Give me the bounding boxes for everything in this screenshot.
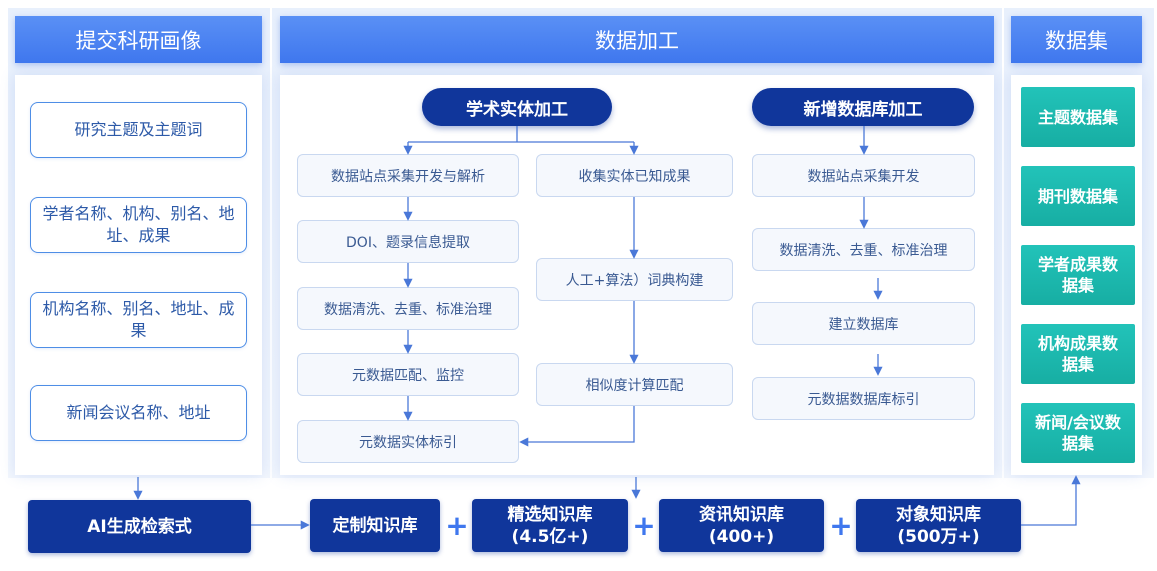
dataset-label: 学者成果数据集 [1037,255,1118,295]
newdb-step-1: 数据站点采集开发 [752,154,975,197]
newdb-step-3: 建立数据库 [752,302,975,345]
new-database-title-label: 新增数据库加工 [803,99,923,120]
plus-icon: + [445,508,469,542]
ai-generate-query-button[interactable]: AI生成检索式 [28,500,251,553]
step-label: 元数据数据库标引 [807,391,920,408]
selected-kb-count: (4.5亿+) [511,526,589,547]
object-kb-count: (500万+) [897,526,980,547]
step-label: 收集实体已知成果 [578,168,691,185]
step-label: DOI、题录信息提取 [346,234,470,251]
dataset-scholar-results: 学者成果数据集 [1021,245,1135,305]
news-kb-name: 资讯知识库 [699,504,784,525]
plus-icon: + [829,508,853,542]
selected-kb-button[interactable]: 精选知识库(4.5亿+) [472,499,628,552]
ai-generate-query-label: AI生成检索式 [87,516,192,537]
step-label: 人工+算法）词典构建 [565,272,704,289]
academic-step-5: 元数据实体标引 [297,420,519,463]
academic-step-1: 数据站点采集开发与解析 [297,154,519,197]
left-item-label: 学者名称、机构、别名、地址、成果 [42,204,235,245]
header-submit-profile-label: 提交科研画像 [75,28,202,53]
object-kb-name: 对象知识库 [896,504,981,525]
dataset-institution-results: 机构成果数据集 [1021,324,1135,384]
plus-icon: + [632,508,656,542]
header-data-processing-label: 数据加工 [595,28,679,53]
left-item-institution: 机构名称、别名、地址、成果 [30,292,247,348]
step-label: 数据站点采集开发 [807,168,920,185]
newdb-step-2: 数据清洗、去重、标准治理 [752,228,975,271]
step-label: 数据清洗、去重、标准治理 [779,242,948,259]
dataset-news-meeting: 新闻/会议数据集 [1021,403,1135,463]
left-item-label: 新闻会议名称、地址 [66,403,211,422]
academic-step-4: 元数据匹配、监控 [297,353,519,396]
object-kb-button[interactable]: 对象知识库(500万+) [856,499,1021,552]
selected-kb-name: 精选知识库 [507,504,593,525]
academic-entity-title: 学术实体加工 [422,88,612,126]
news-kb-count: (400+) [708,526,775,547]
left-item-research-topic: 研究主题及主题词 [30,102,247,158]
header-submit-profile: 提交科研画像 [15,16,262,63]
step-label: 元数据匹配、监控 [352,367,464,384]
arrow-kb-to-datasets [1021,475,1081,526]
new-database-title: 新增数据库加工 [752,88,974,126]
custom-kb-button[interactable]: 定制知识库 [310,499,440,552]
dataset-label: 期刊数据集 [1037,186,1118,206]
step-label: 建立数据库 [828,316,899,333]
academic-similarity-match: 相似度计算匹配 [536,363,733,406]
header-datasets: 数据集 [1011,16,1142,63]
dataset-journal: 期刊数据集 [1021,166,1135,226]
dataset-label: 新闻/会议数据集 [1035,413,1121,453]
left-item-scholar: 学者名称、机构、别名、地址、成果 [30,197,247,253]
header-datasets-label: 数据集 [1045,28,1108,53]
dataset-topic: 主题数据集 [1021,87,1135,147]
step-label: 元数据实体标引 [359,434,457,451]
step-label: 相似度计算匹配 [585,377,684,394]
left-item-label: 机构名称、别名、地址、成果 [42,299,235,340]
step-label: 数据清洗、去重、标准治理 [324,301,492,318]
left-item-label: 研究主题及主题词 [74,120,203,139]
academic-dictionary-build: 人工+算法）词典构建 [536,258,733,301]
left-item-news-meeting: 新闻会议名称、地址 [30,385,247,441]
news-kb-button[interactable]: 资讯知识库(400+) [659,499,824,552]
academic-step-2: DOI、题录信息提取 [297,220,519,263]
newdb-step-4: 元数据数据库标引 [752,377,975,420]
dataset-label: 主题数据集 [1037,107,1118,127]
step-label: 数据站点采集开发与解析 [331,168,485,185]
dataset-label: 机构成果数据集 [1037,334,1118,374]
academic-entity-title-label: 学术实体加工 [466,99,568,120]
header-data-processing: 数据加工 [280,16,994,63]
custom-kb-label: 定制知识库 [332,515,418,536]
academic-step-3: 数据清洗、去重、标准治理 [297,287,519,330]
academic-known-results: 收集实体已知成果 [536,154,733,197]
